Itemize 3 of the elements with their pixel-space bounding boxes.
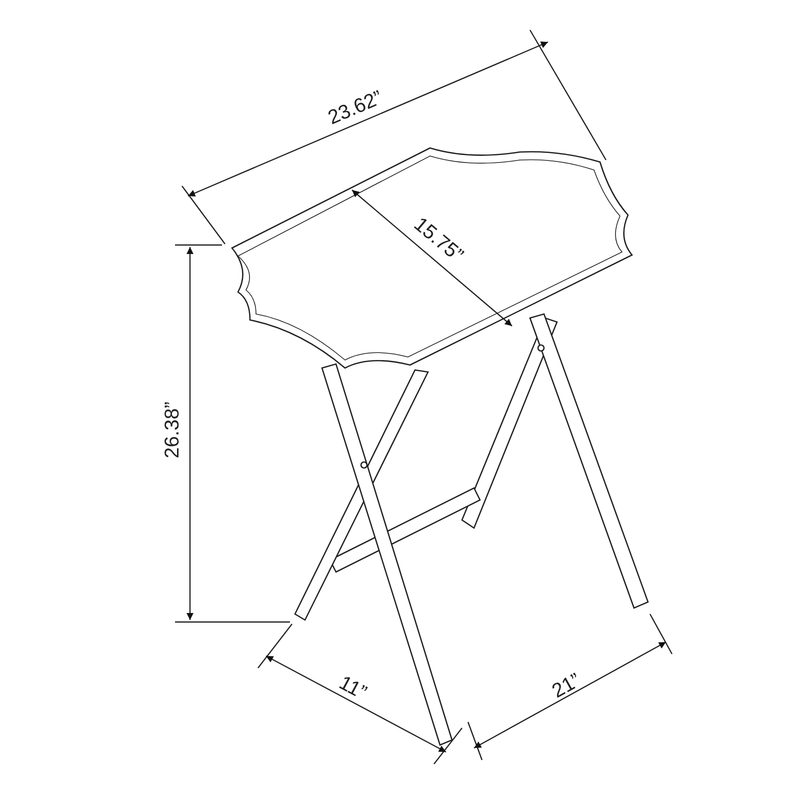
dimension-label: 11” (335, 672, 369, 704)
dimension-label: 21” (548, 670, 584, 702)
dimension-label: 26.38” (162, 402, 182, 458)
